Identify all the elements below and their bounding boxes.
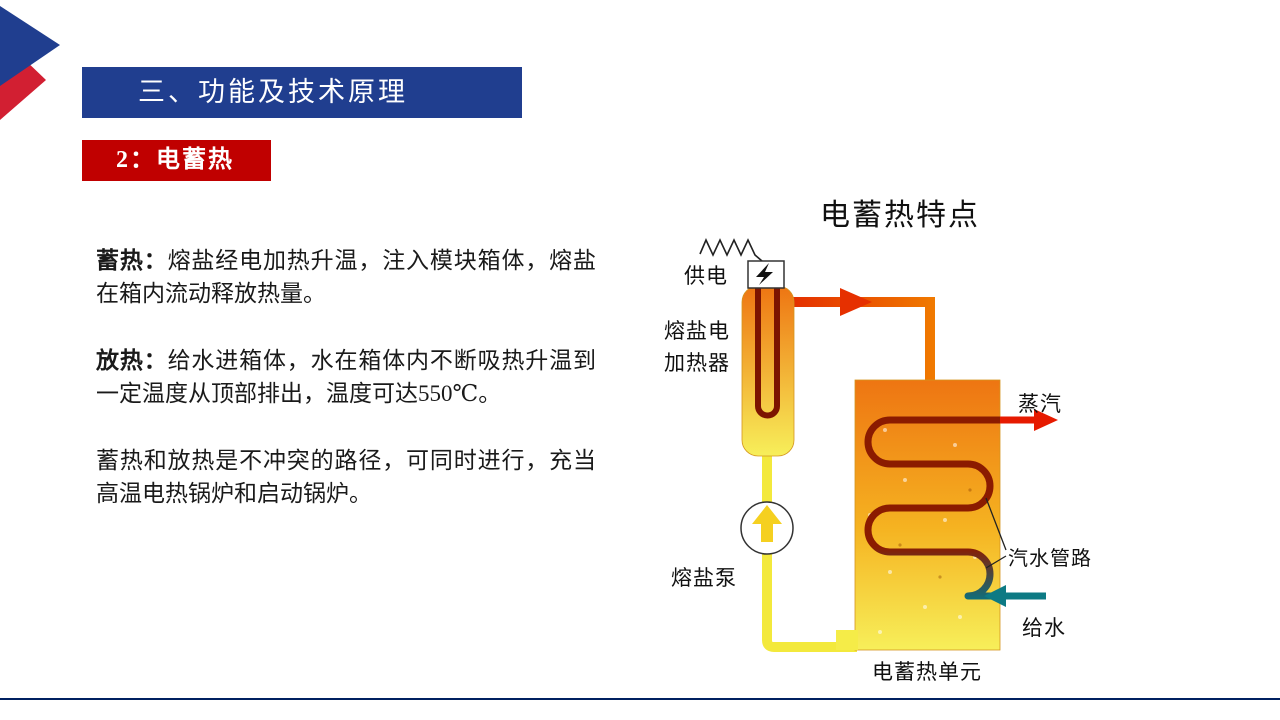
label-feed-water: 给水 — [1022, 616, 1066, 640]
paragraph-note: 蓄热和放热是不冲突的路径，可同时进行，充当高温电热锅炉和启动锅炉。 — [96, 444, 596, 510]
section-badge: 2：电蓄热 — [82, 140, 271, 181]
label-heater-line1: 熔盐电 — [664, 319, 730, 343]
power-connector-icon — [747, 260, 785, 289]
hot-salt-flow-arrow-icon — [840, 288, 872, 316]
paragraph-text: 熔盐经电加热升温，注入模块箱体，熔盐在箱内流动释放热量。 — [96, 248, 597, 306]
heat-storage-tank — [854, 379, 1001, 651]
tank-inlet-tab — [836, 630, 858, 650]
paragraph-storage: 蓄热：熔盐经电加热升温，注入模块箱体，熔盐在箱内流动释放热量。 — [96, 244, 596, 310]
tank-speckles — [868, 418, 977, 634]
paragraph-text: 蓄热和放热是不冲突的路径，可同时进行，充当高温电热锅炉和启动锅炉。 — [96, 448, 596, 506]
label-molten-salt-heater: 熔盐电 加热器 — [664, 315, 730, 379]
paragraph-lead: 蓄热： — [96, 248, 168, 273]
heating-element — [755, 288, 780, 419]
label-heater-line2: 加热器 — [664, 351, 730, 375]
feedwater-arrow — [984, 585, 1046, 607]
hot-salt-pipe — [780, 297, 935, 382]
label-steam: 蒸汽 — [1018, 392, 1062, 416]
diagram-title: 电蓄热特点 — [820, 199, 980, 232]
paragraph-lead: 放热： — [96, 348, 168, 373]
label-storage-unit: 电蓄热单元 — [872, 660, 982, 684]
body-text: 蓄热：熔盐经电加热升温，注入模块箱体，熔盐在箱内流动释放热量。 放热：给水进箱体… — [96, 244, 596, 510]
steam-water-coil — [864, 416, 1002, 600]
molten-salt-heater-vessel — [741, 285, 795, 457]
label-molten-salt-pump: 熔盐泵 — [671, 566, 737, 590]
pump-flow-arrow-icon — [752, 505, 782, 542]
corner-triangle-blue-icon — [0, 6, 60, 86]
power-wire-icon — [699, 238, 763, 262]
label-steam-water-piping: 汽水管路 — [1008, 548, 1092, 570]
paragraph-release: 放热：给水进箱体，水在箱体内不断吸热升温到一定温度从顶部排出，温度可达550℃。 — [96, 344, 596, 410]
label-power-supply: 供电 — [684, 264, 728, 288]
slide-title-bar: 三、功能及技术原理 — [82, 67, 522, 118]
paragraph-text: 给水进箱体，水在箱体内不断吸热升温到一定温度从顶部排出，温度可达550℃。 — [96, 348, 597, 406]
slide-bottom-rule — [0, 698, 1280, 700]
corner-triangle-red-icon — [0, 36, 46, 120]
cold-salt-pipe — [762, 450, 857, 652]
piping-leader-lines — [985, 497, 1007, 569]
molten-salt-pump — [740, 501, 794, 555]
lightning-icon — [756, 263, 773, 285]
